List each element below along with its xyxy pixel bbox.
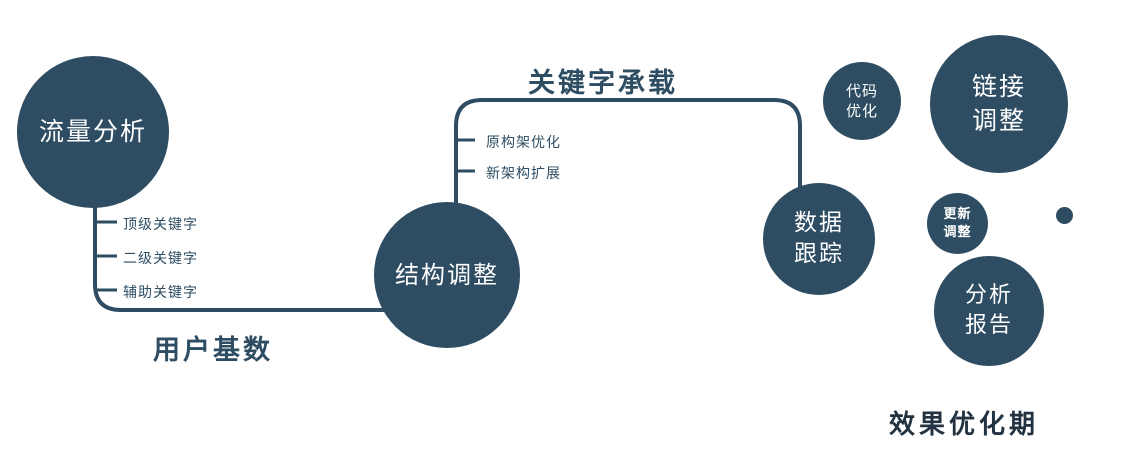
edge-label-user-base: 用户基数 xyxy=(153,335,273,366)
connector-structure-to-tracking xyxy=(454,98,802,208)
node-data-tracking: 数据 跟踪 xyxy=(763,183,875,295)
node-analysis-report-label: 分析 报告 xyxy=(964,283,1013,338)
branch-label-secondary-keywords: 二级关键字 xyxy=(123,251,198,267)
branch-label-auxiliary-keywords: 辅助关键字 xyxy=(123,285,198,301)
branch-label-original-framework: 原构架优化 xyxy=(486,135,561,151)
node-structure-adjustment: 结构调整 xyxy=(374,202,520,348)
node-analysis-report: 分析 报告 xyxy=(934,256,1044,366)
node-code-optimization: 代码 优化 xyxy=(823,62,901,140)
node-code-optimization-label: 代码 优化 xyxy=(845,81,878,120)
node-traffic-analysis-label: 流量分析 xyxy=(38,117,147,147)
node-update-adjustment: 更新 调整 xyxy=(927,193,988,254)
connector-traffic-to-structure xyxy=(93,190,392,312)
node-link-adjustment: 链接 调整 xyxy=(930,35,1068,173)
node-link-adjustment-label: 链接 调整 xyxy=(971,72,1026,135)
node-data-tracking-label: 数据 跟踪 xyxy=(794,209,844,267)
branch-label-top-keywords: 顶级关键字 xyxy=(123,217,198,233)
caption-effect-optimization: 效果优化期 xyxy=(889,410,1040,440)
dot-marker xyxy=(1056,207,1073,224)
edge-label-keyword-carrying: 关键字承载 xyxy=(528,68,678,99)
branch-label-new-framework: 新架构扩展 xyxy=(486,166,561,182)
node-structure-adjustment-label: 结构调整 xyxy=(395,260,499,289)
node-update-adjustment-label: 更新 调整 xyxy=(943,206,972,240)
node-traffic-analysis: 流量分析 xyxy=(17,56,169,208)
